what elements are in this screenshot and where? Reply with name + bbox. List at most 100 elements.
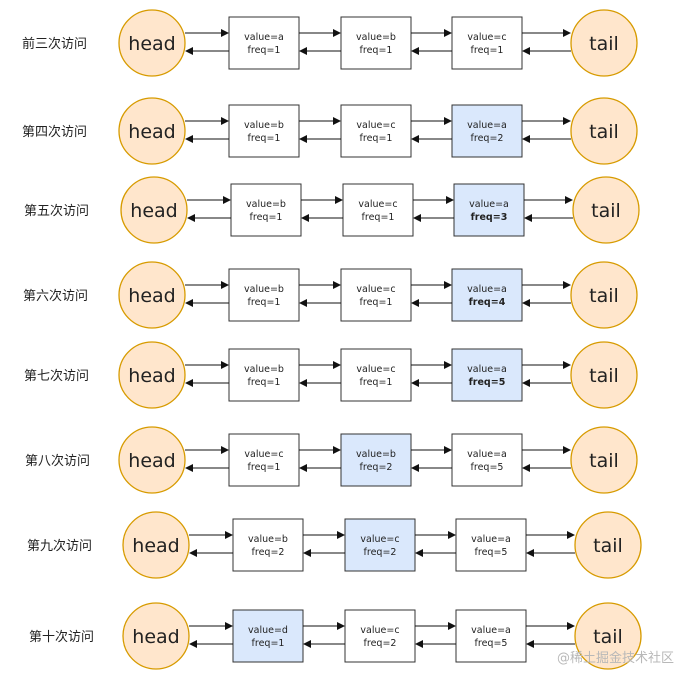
node-freq: freq=1 — [362, 212, 395, 223]
node-value: value=a — [471, 534, 511, 545]
node-freq: freq=1 — [248, 297, 281, 308]
node-freq: freq=1 — [248, 377, 281, 388]
head-label: head — [130, 200, 177, 222]
tail-node-circle — [570, 426, 638, 494]
tail-node-circle — [570, 97, 638, 165]
list-node-box — [342, 183, 414, 237]
node-freq: freq=1 — [360, 377, 393, 388]
node-freq: freq=1 — [360, 133, 393, 144]
node-freq: freq=4 — [469, 297, 506, 308]
list-node-box — [340, 16, 412, 70]
node-value: value=a — [467, 284, 507, 295]
node-value: value=a — [471, 625, 511, 636]
node-freq: freq=1 — [250, 212, 283, 223]
head-node-circle — [118, 341, 186, 409]
node-freq: freq=1 — [360, 45, 393, 56]
node-value: value=b — [356, 449, 396, 460]
list-node-box — [230, 183, 302, 237]
node-value: value=c — [356, 284, 395, 295]
tail-label: tail — [593, 626, 623, 648]
node-value: value=b — [244, 284, 284, 295]
head-node-circle — [118, 97, 186, 165]
row-label: 第五次访问 — [24, 203, 89, 219]
head-node-circle — [122, 602, 190, 670]
row-label: 第七次访问 — [24, 368, 89, 384]
node-value: value=b — [248, 534, 288, 545]
node-freq: freq=1 — [471, 45, 504, 56]
node-value: value=a — [467, 364, 507, 375]
tail-node-circle — [570, 341, 638, 409]
head-label: head — [132, 535, 179, 557]
list-node: value=b freq=1 — [228, 104, 300, 158]
list-node-box-highlighted — [340, 433, 412, 487]
tail-label: tail — [589, 121, 619, 143]
list-node-box — [340, 104, 412, 158]
head-node-circle — [118, 9, 186, 77]
head-node-circle — [118, 261, 186, 329]
tail-node-circle — [574, 602, 642, 670]
node-freq: freq=5 — [475, 638, 508, 649]
node-value: value=a — [469, 199, 509, 210]
row-label: 第六次访问 — [23, 288, 88, 304]
tail-label: tail — [593, 535, 623, 557]
list-node-box — [228, 433, 300, 487]
tail-label: tail — [589, 33, 619, 55]
head-node-circle — [122, 511, 190, 579]
node-value: value=a — [467, 449, 507, 460]
list-node: value=c freq=1 — [228, 433, 300, 487]
node-value: value=c — [467, 32, 506, 43]
node-value: value=c — [244, 449, 283, 460]
list-node: value=a freq=5 — [455, 609, 527, 663]
node-freq: freq=1 — [248, 133, 281, 144]
node-freq: freq=1 — [248, 462, 281, 473]
head-label: head — [128, 33, 175, 55]
row-label: 第四次访问 — [22, 124, 87, 140]
list-node-box-highlighted — [451, 348, 523, 402]
node-value: value=c — [356, 364, 395, 375]
node-value: value=c — [360, 534, 399, 545]
list-node-box — [455, 609, 527, 663]
node-value: value=a — [244, 32, 284, 43]
row-label: 第八次访问 — [25, 453, 90, 469]
node-value: value=c — [356, 120, 395, 131]
watermark: @稀土掘金技术社区 — [556, 651, 674, 666]
list-node: value=c freq=1 — [340, 104, 412, 158]
list-node-box-highlighted — [451, 104, 523, 158]
node-freq: freq=5 — [469, 377, 506, 388]
node-freq: freq=2 — [252, 547, 285, 558]
list-node-box — [232, 518, 304, 572]
list-node-box — [228, 348, 300, 402]
node-freq: freq=5 — [471, 462, 504, 473]
node-freq: freq=2 — [364, 638, 397, 649]
list-node-box — [340, 268, 412, 322]
node-value: value=b — [246, 199, 286, 210]
list-node-box — [344, 609, 416, 663]
list-node-box-highlighted — [451, 268, 523, 322]
node-value: value=b — [244, 120, 284, 131]
list-node-box — [451, 433, 523, 487]
list-node: value=a freq=4 — [451, 268, 523, 322]
row-label: 第十次访问 — [29, 629, 94, 645]
row-label: 第九次访问 — [27, 538, 92, 554]
tail-node-circle — [574, 511, 642, 579]
tail-label: tail — [589, 285, 619, 307]
head-label: head — [128, 365, 175, 387]
list-node: value=b freq=1 — [230, 183, 302, 237]
node-value: value=d — [248, 625, 288, 636]
list-node: value=b freq=1 — [228, 268, 300, 322]
